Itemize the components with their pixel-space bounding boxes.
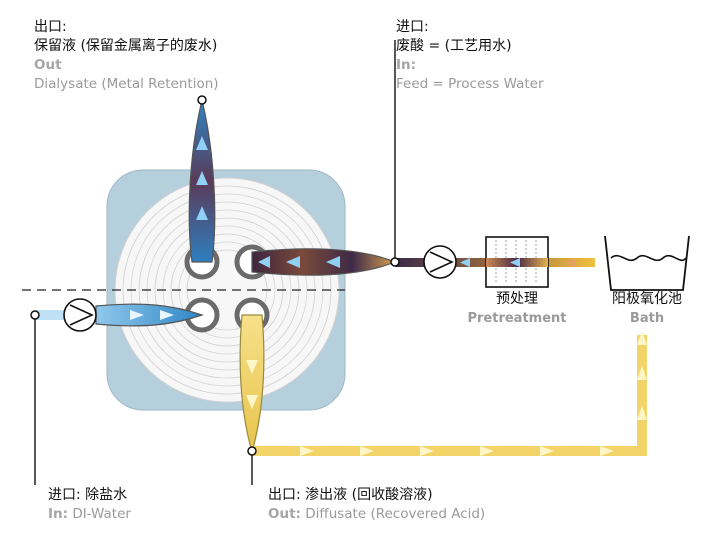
outlet-top-en-desc: Dialysate (Metal Retention)	[34, 76, 219, 92]
inlet-top-en-desc: Feed = Process Water	[396, 76, 544, 92]
outlet-top-zh-desc: 保留液 (保留金属离子的废水)	[34, 38, 218, 54]
bath-icon	[604, 235, 690, 291]
di-water-pump-icon	[63, 298, 97, 332]
inlet-bottom-label: 进口: 除盐水 In: DI-Water	[48, 486, 131, 524]
inlet-bottom-en-desc: DI-Water	[72, 506, 131, 522]
inlet-top-zh-prefix: 进口:	[396, 19, 429, 35]
dialysate-outlet-tube	[188, 99, 216, 263]
outlet-top-en-prefix: Out	[34, 57, 62, 73]
feed-inlet-tube	[251, 248, 397, 276]
pretreatment-icon	[485, 236, 549, 288]
inlet-top-en-prefix: In:	[396, 57, 417, 73]
membrane-module	[22, 169, 346, 411]
di-water-inlet-tube	[35, 303, 204, 327]
dialysate-outlet-port	[197, 95, 207, 105]
pretreatment-en: Pretreatment	[467, 311, 567, 326]
inlet-bottom-en-prefix: In:	[48, 506, 69, 522]
inlet-top-zh-desc: 废酸 = (工艺用水)	[396, 38, 512, 54]
di-water-inlet-port	[30, 310, 40, 320]
pretreatment-label: 预处理 Pretreatment	[462, 290, 572, 328]
outlet-bottom-en-desc: Diffusate (Recovered Acid)	[305, 506, 486, 522]
outlet-bottom-label: 出口: 渗出液 (回收酸溶液) Out: Diffusate (Recovere…	[268, 486, 485, 524]
outlet-top-label: 出口: 保留液 (保留金属离子的废水) Out Dialysate (Metal…	[34, 18, 219, 94]
diffusate-outlet-port	[247, 446, 257, 456]
bath-en: Bath	[629, 311, 665, 326]
pretreatment-zh: 预处理	[496, 291, 538, 307]
inlet-top-label: 进口: 废酸 = (工艺用水) In: Feed = Process Water	[396, 18, 544, 94]
feed-inlet-port	[390, 257, 400, 267]
outlet-bottom-en-prefix: Out:	[268, 506, 301, 522]
outlet-top-zh-prefix: 出口:	[34, 19, 67, 35]
inlet-bottom-zh: 进口: 除盐水	[48, 487, 128, 503]
bath-zh: 阳极氧化池	[612, 291, 682, 307]
feed-pump-icon	[423, 245, 457, 279]
diffusate-outlet-tube	[239, 314, 647, 456]
bath-label: 阳极氧化池 Bath	[592, 290, 702, 328]
outlet-bottom-zh: 出口: 渗出液 (回收酸溶液)	[268, 487, 433, 503]
